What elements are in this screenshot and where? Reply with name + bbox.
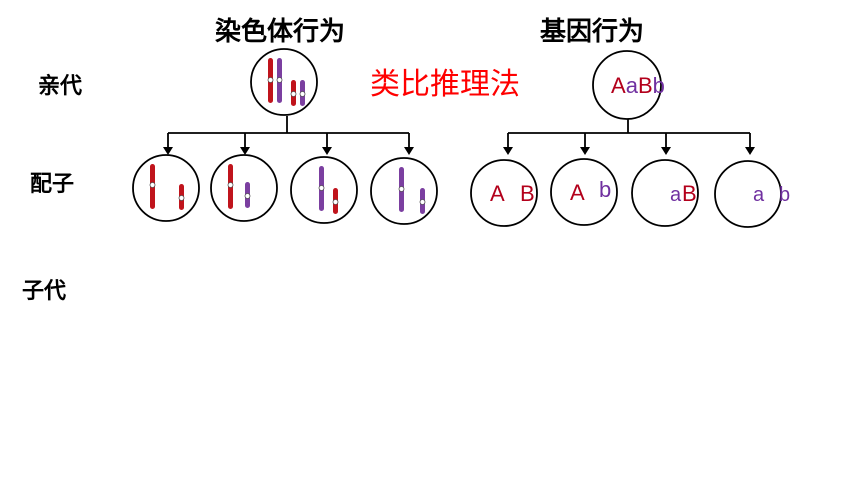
centromere	[290, 91, 297, 97]
arrowhead	[580, 147, 590, 155]
gamete-allele-1: a	[670, 184, 682, 206]
header-gene-behavior: 基因行为	[540, 16, 644, 47]
arrowhead	[661, 147, 671, 155]
parent-cell-genes: AaBb	[592, 50, 665, 120]
centromere	[227, 182, 234, 188]
gamete-cell-genes-4: a b	[714, 160, 790, 228]
gamete-allele-1: A	[490, 181, 505, 206]
centromere	[149, 182, 156, 188]
gamete-cell-genes-3: a B	[631, 159, 699, 227]
arrowhead	[322, 147, 332, 155]
centromere	[276, 77, 283, 83]
centromere	[267, 77, 274, 83]
gamete-cell-chromosomes-4	[370, 157, 438, 225]
allele-a: a	[626, 73, 639, 98]
gamete-allele-2: B	[682, 181, 697, 206]
gamete-cell-genes-2: A b	[550, 158, 618, 226]
gamete-allele-2: B	[520, 181, 535, 206]
row-label-parent: 亲代	[38, 74, 82, 99]
method-label: 类比推理法	[370, 67, 520, 102]
gamete-cell-chromosomes-1	[132, 154, 200, 222]
centromere	[244, 193, 251, 199]
parent-cell-membrane	[250, 48, 318, 116]
arrowhead	[503, 147, 513, 155]
allele-B: B	[638, 73, 653, 98]
gamete-cell-membrane	[470, 159, 538, 227]
gene-branch-arrowheads	[503, 147, 755, 155]
gene-branch-lines	[507, 119, 751, 150]
gamete-cell-membrane	[210, 154, 278, 222]
arrowhead	[240, 147, 250, 155]
row-label-offspring: 子代	[22, 279, 66, 304]
row-label-gamete: 配子	[30, 172, 74, 197]
allele-A: A	[611, 73, 626, 98]
parent-cell-membrane	[592, 50, 662, 120]
gamete-cell-membrane	[550, 158, 618, 226]
gamete-cell-chromosomes-3	[290, 156, 358, 224]
centromere	[178, 195, 185, 201]
header-chromosome-behavior: 染色体行为	[215, 16, 345, 47]
chromosome-branch-arrowheads	[163, 147, 414, 155]
centromere	[398, 186, 405, 192]
gamete-allele-2: b	[599, 177, 611, 202]
gamete-allele-1: A	[570, 180, 585, 205]
centromere	[332, 199, 339, 205]
arrowhead	[745, 147, 755, 155]
chromosome-branch-lines	[167, 116, 410, 150]
centromere	[419, 199, 426, 205]
parent-genotype: AaBb	[611, 73, 665, 98]
gamete-cell-chromosomes-2	[210, 154, 278, 222]
allele-b: b	[653, 73, 665, 98]
arrowhead	[163, 147, 173, 155]
gamete-cell-membrane	[714, 160, 782, 228]
parent-cell-chromosomes	[250, 48, 318, 116]
centromere	[318, 185, 325, 191]
gamete-cell-membrane	[631, 159, 699, 227]
gamete-cell-genes-1: A B	[470, 159, 538, 227]
arrowhead	[404, 147, 414, 155]
centromere	[299, 91, 306, 97]
gamete-allele-1: a	[753, 184, 765, 206]
gamete-allele-2: b	[779, 184, 790, 206]
gamete-cell-membrane	[132, 154, 200, 222]
